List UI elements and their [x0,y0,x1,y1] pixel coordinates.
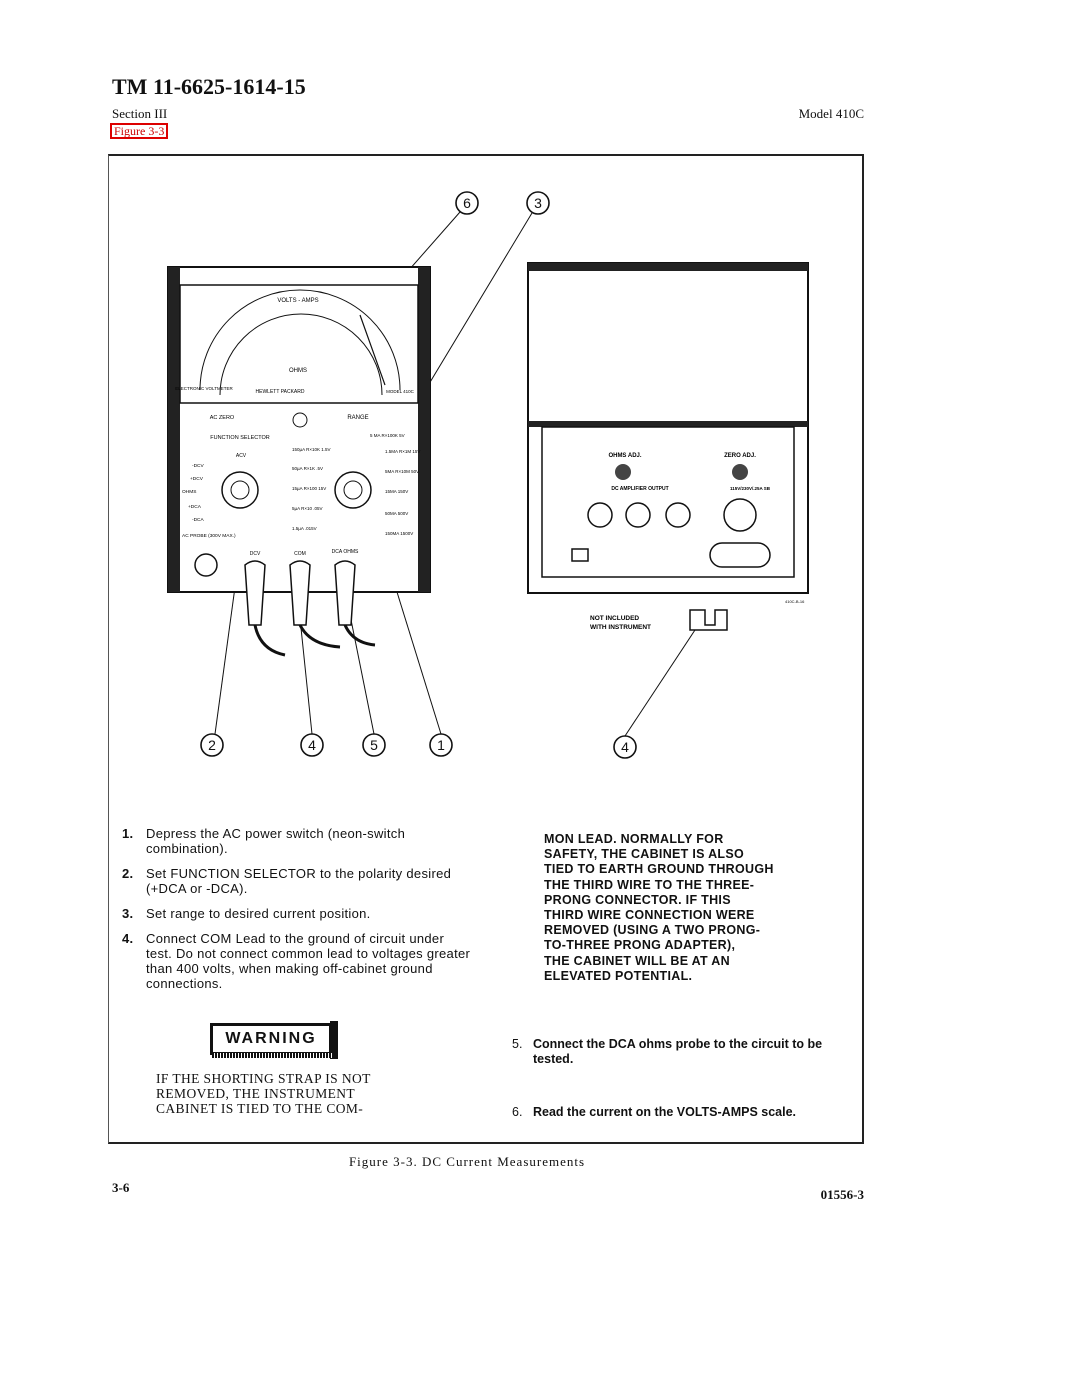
figure-frame [108,154,864,1144]
document-code: 01556-3 [820,1187,864,1202]
figure-caption: Figure 3-3. DC Current Measurements [348,1154,586,1169]
not-included-label: NOT INCLUDED [590,615,639,622]
range-right-1: 5 MA R×100K 5V [370,433,405,438]
range-left-4: 5µA R×10 .05V [292,506,323,511]
warning-text-right: MON LEAD. NORMALLY FOR SAFETY, THE CABIN… [544,832,774,983]
func-pos-1: -DCV [192,463,205,469]
scale-top-label: VOLTS - AMPS [277,298,318,304]
jack-dcv: DCV [250,551,261,557]
range-left-2: 50µA R×1K .5V [292,466,323,471]
zero-adj-label: ZERO ADJ. [724,453,756,459]
warning-text-left: IF THE SHORTING STRAP IS NOT REMOVED, TH… [156,1071,371,1116]
func-pos-4: +DCA [188,504,202,510]
acv-label: ACV [236,453,247,459]
jack-dca-ohms: DCA OHMS [332,549,359,555]
left-badge: ELECTRONIC VOLTMETER [175,386,233,391]
section-label: Section III [112,106,168,121]
fuse-label: 115V/230V/.25A SB [730,486,771,491]
step-2: 2.Set FUNCTION SELECTOR to the polarity … [122,866,452,896]
ac-probe-label: AC PROBE (300V MAX.) [182,533,236,539]
range-right-5: 50MA 500V [385,511,408,516]
callout-6 [455,191,479,215]
function-selector-label: FUNCTION SELECTOR [210,435,270,441]
range-right-6: 150MA 1500V [385,531,413,536]
func-pos-2: +DCV [190,476,204,482]
callout-4b-label: 4 [621,739,629,755]
range-left-1: 150µA R×10K 1.5V [292,447,331,452]
neg-code: 410C-B-16 [785,599,805,604]
callout-5-label: 5 [370,737,378,753]
callout-2 [200,733,224,757]
meter-illustration: 6 3 2 4 5 1 4 VOLTS - AMPS OHMS HEWLETT … [167,191,809,759]
range-right-2: 1.5MA R×1M 15V [385,449,420,454]
callout-2-label: 2 [208,737,216,753]
with-instrument-label: WITH INSTRUMENT [590,624,651,631]
warning-badge-shade [212,1053,332,1058]
model-label: Model 410C [798,106,864,121]
steps-left: 1.Depress the AC power switch (neon-swit… [122,826,472,1001]
scale-bottom-label: OHMS [289,368,307,374]
range-left-3: 15µA R×100 15V [292,486,326,491]
jack-com: COM [294,551,306,557]
step-3: 3.Set range to desired current position. [122,906,371,921]
func-pos-3: OHMS [182,489,196,495]
range-right-3: 5MA R×10M 50V [385,469,419,474]
step-5: 5.Connect the DCA ohms probe to the circ… [512,1037,823,1066]
ac-zero-label: AC ZERO [210,415,235,421]
figure-link[interactable]: Figure 3-3 [110,123,169,139]
step-4: 4.Connect COM Lead to the ground of circ… [122,931,471,991]
callout-1-label: 1 [437,737,445,753]
callout-6-label: 6 [463,195,471,211]
step-6: 6.Read the current on the VOLTS-AMPS sca… [512,1105,797,1119]
shorting-strap [689,609,728,631]
func-pos-5: -DCA [192,517,205,523]
maker-label: HEWLETT PACKARD [256,389,305,395]
step-1: 1.Depress the AC power switch (neon-swit… [122,826,406,856]
callout-4a-label: 4 [308,737,316,753]
document-number: TM 11-6625-1614-15 [112,74,306,99]
range-label: RANGE [347,415,368,421]
rear-panel: OHMS ADJ. ZERO ADJ. DC AMPLIFIER OUTPUT … [527,262,809,631]
callout-3 [526,191,550,215]
page-number: 3-6 [112,1180,130,1195]
ohms-adj-label: OHMS ADJ. [608,453,641,459]
dc-amp-output-label: DC AMPLIFIER OUTPUT [611,486,668,492]
warning-badge: WARNING [210,1023,332,1055]
front-panel: VOLTS - AMPS OHMS HEWLETT PACKARD MODEL … [167,266,431,657]
model-badge: MODEL 410C [386,389,415,394]
ac-probe-jack [194,553,218,577]
warning-badge-bar [330,1021,338,1059]
callout-3-label: 3 [534,195,542,211]
range-right-4: 15MA 150V [385,489,408,494]
range-left-5: 1.5µA .015V [292,526,317,531]
